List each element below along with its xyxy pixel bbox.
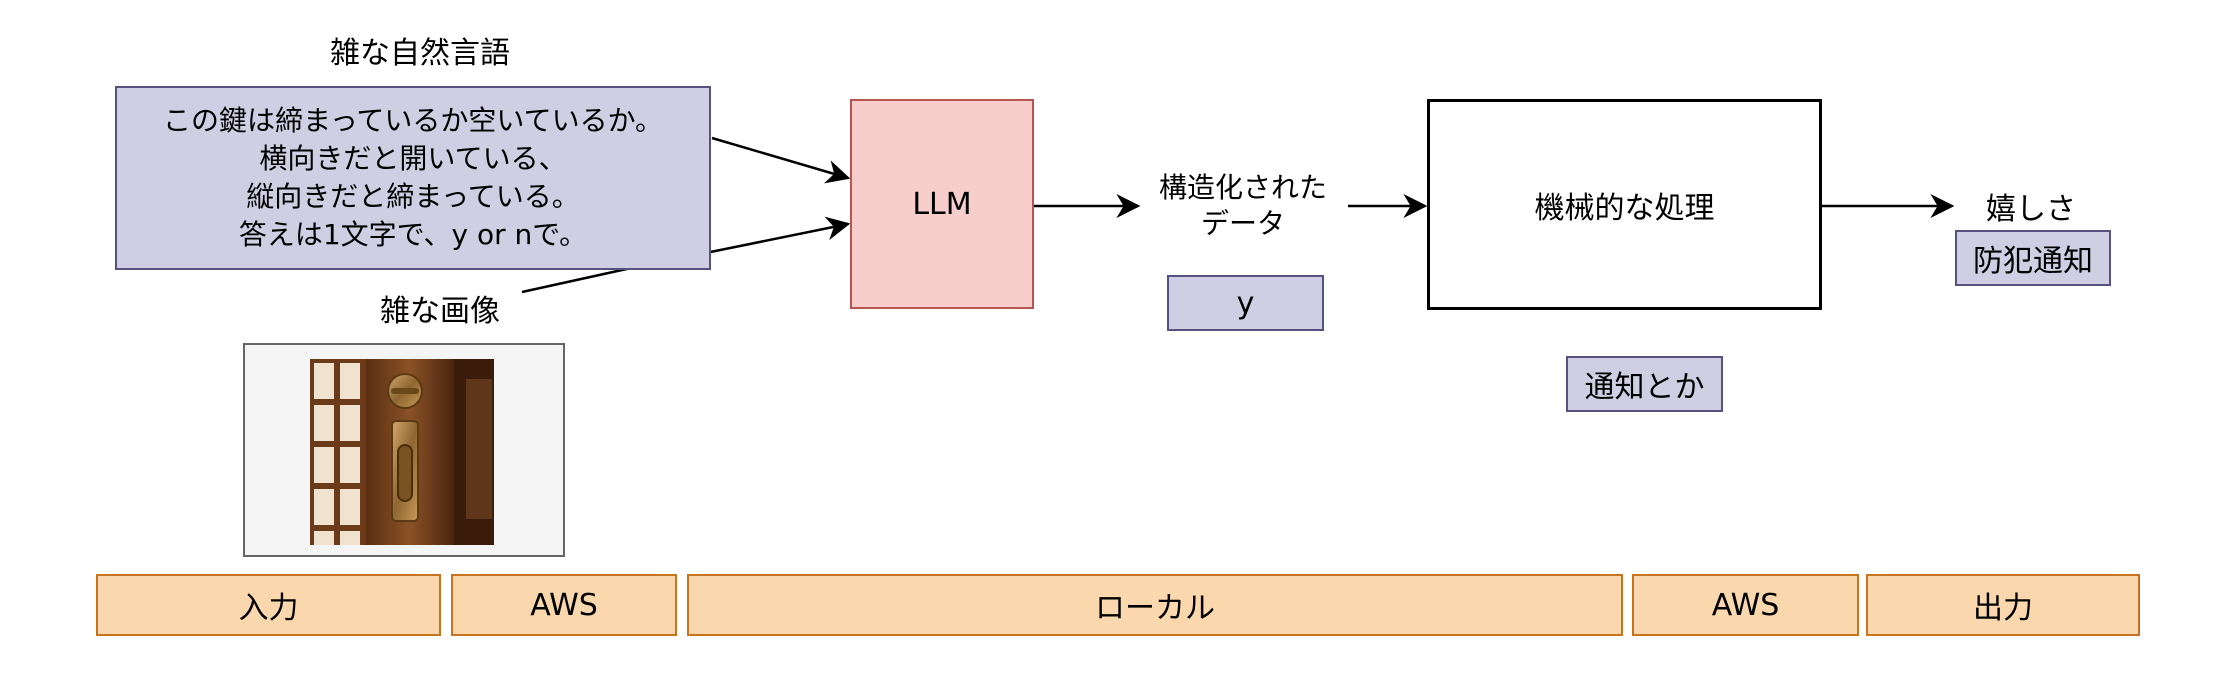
input-image-frame: [243, 343, 565, 557]
prompt-line-4: 答えは1文字で、y or nで。: [238, 218, 588, 251]
door-lock-image: [310, 359, 494, 545]
arrow-image-to-llm: [521, 216, 851, 294]
prompt-box: この鍵は締まっているか空いているか。 横向きだと開いている、 縦向きだと締まって…: [115, 86, 711, 270]
structured-data-line-2: データ: [1200, 207, 1285, 240]
structured-data-example-chip: y: [1167, 275, 1324, 331]
output-example-chip: 防犯通知: [1955, 230, 2111, 286]
mechanical-processing-box: 機械的な処理: [1427, 99, 1822, 310]
mechanical-processing-example-chip: 通知とか: [1566, 356, 1723, 412]
band-aws-2: AWS: [1632, 574, 1859, 636]
prompt-line-2: 横向きだと開いている、: [259, 142, 567, 175]
arrow-prompt-to-llm: [711, 136, 851, 184]
structured-data-label: 構造化された データ: [1140, 164, 1346, 248]
band-input: 入力: [96, 574, 441, 636]
band-local: ローカル: [687, 574, 1623, 636]
structured-data-line-1: 構造化された: [1158, 171, 1327, 204]
band-output: 出力: [1866, 574, 2140, 636]
band-aws-1: AWS: [451, 574, 677, 636]
image-title: 雑な画像: [380, 294, 500, 329]
prompt-title: 雑な自然言語: [330, 36, 510, 71]
prompt-line-3: 縦向きだと締まっている。: [246, 180, 580, 213]
prompt-line-1: この鍵は締まっているか空いているか。: [162, 104, 664, 137]
output-label: 嬉しさ: [1986, 192, 2076, 227]
llm-box: LLM: [850, 99, 1034, 309]
